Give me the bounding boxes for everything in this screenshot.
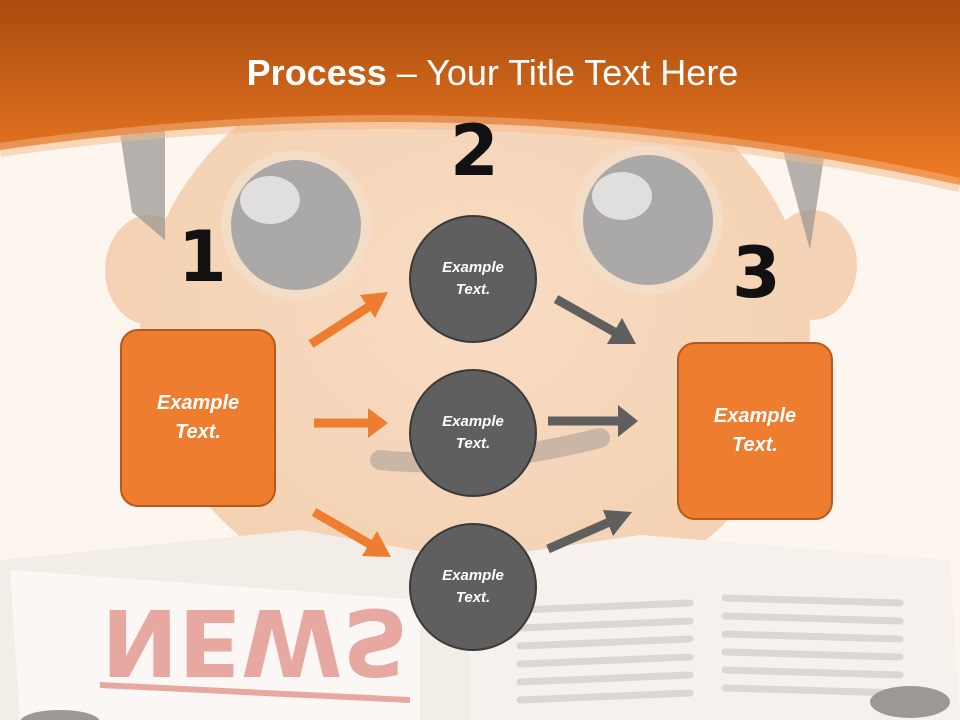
title-rest: – Your Title Text Here (386, 52, 739, 93)
step-3-box[interactable]: Example Text. (677, 342, 833, 520)
step-number-1: 1 (178, 216, 227, 298)
step-2-circle-top[interactable]: Example Text. (409, 215, 537, 343)
arrow-gray-up (546, 510, 632, 554)
step-2-circle-bottom[interactable]: Example Text. (409, 523, 537, 651)
arrow-orange-middle (314, 408, 388, 438)
arrow-gray-down (553, 295, 636, 344)
arrow-orange-down (311, 508, 391, 557)
step-1-box[interactable]: Example Text. (120, 329, 276, 507)
arrow-gray-middle (548, 405, 638, 437)
newspaper-news-text: NEWS (101, 588, 409, 695)
slide-title: Process – Your Title Text Here (0, 52, 960, 94)
step-number-3: 3 (732, 232, 781, 314)
title-bold: Process (246, 52, 387, 93)
step-2-circle-middle[interactable]: Example Text. (409, 369, 537, 497)
arrow-orange-up (308, 292, 388, 348)
step-number-2: 2 (450, 110, 499, 192)
